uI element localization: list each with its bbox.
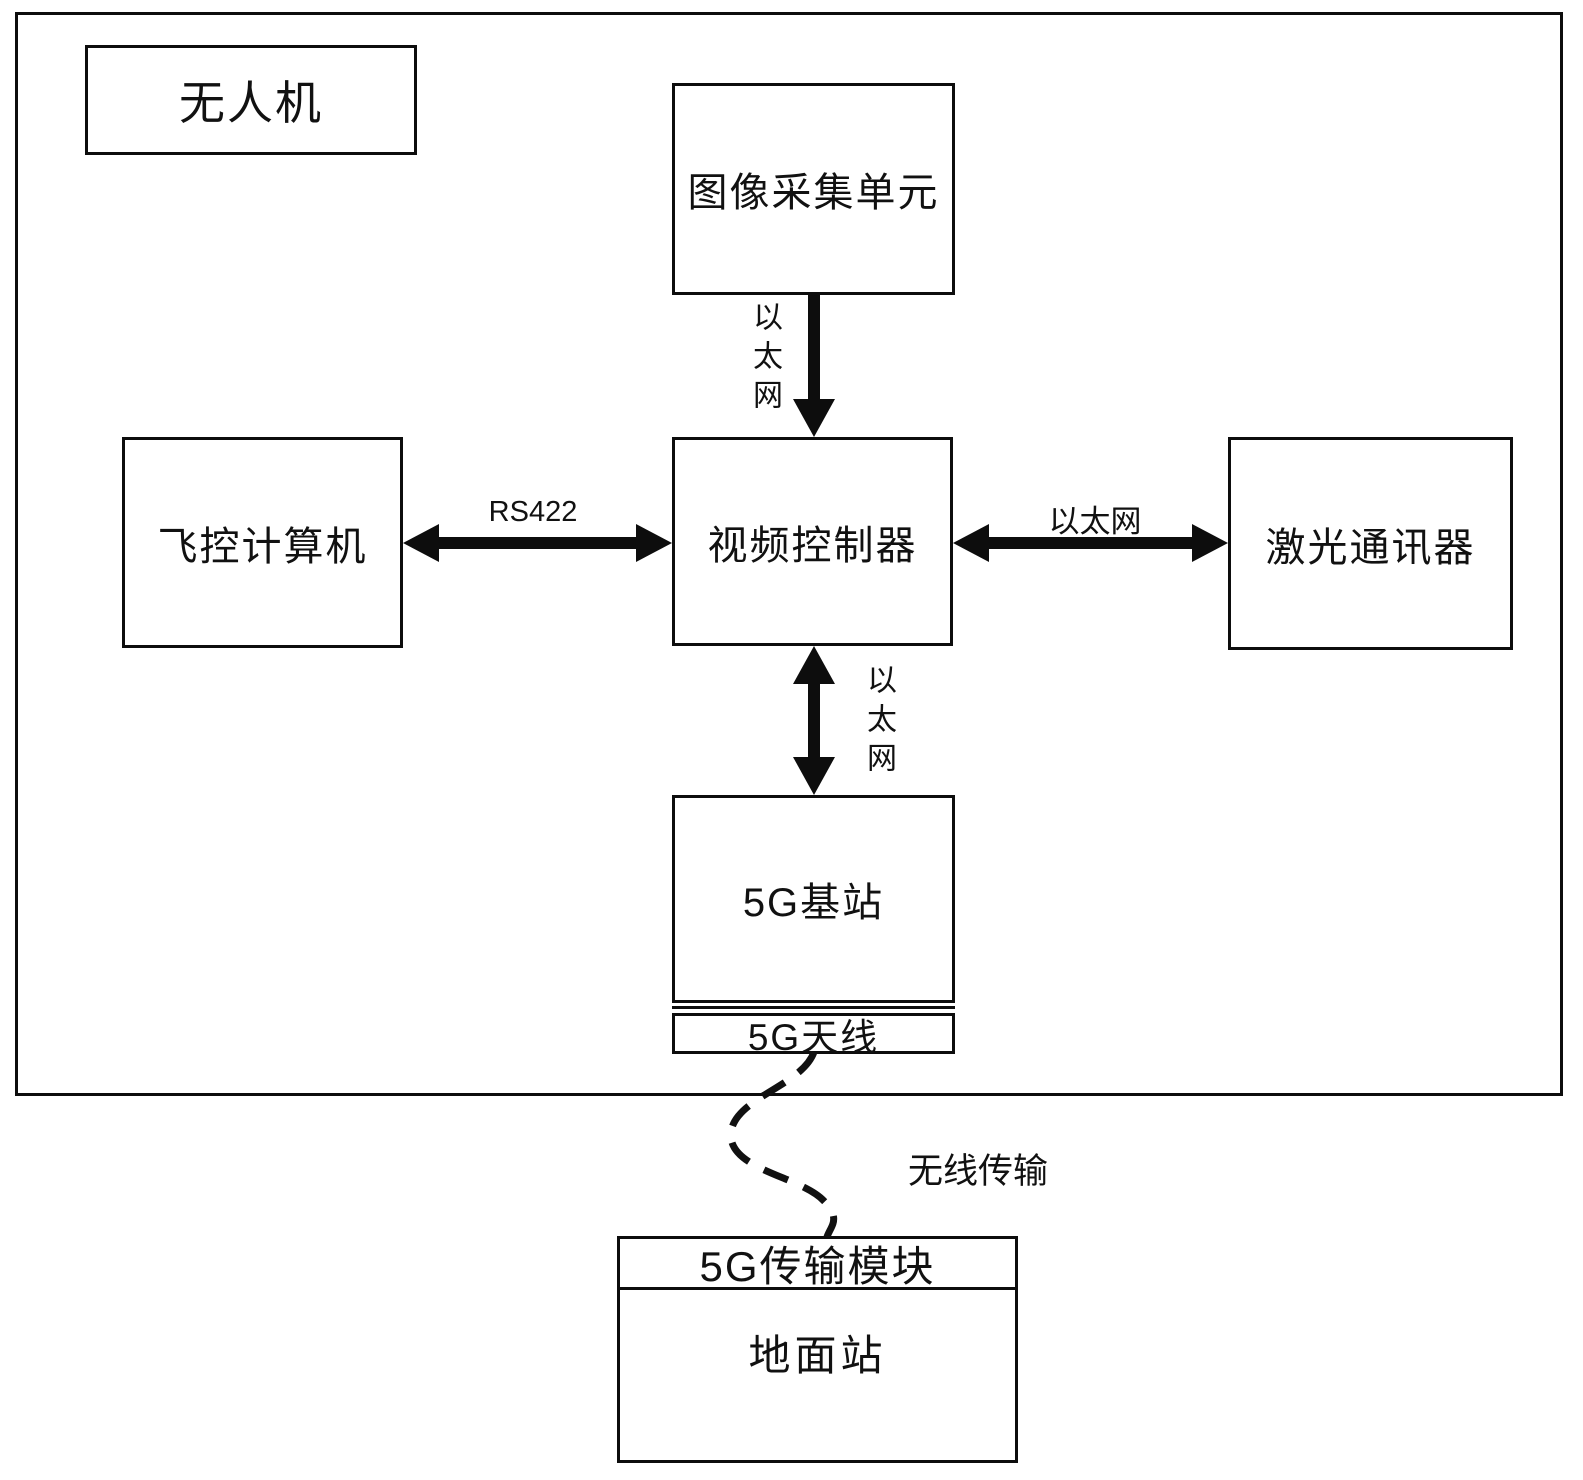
node-label: 5G基站: [742, 881, 885, 925]
arrow-head-down-icon: [793, 399, 835, 437]
wireless-transmission-label: 无线传输: [908, 1152, 1049, 1191]
arrow-shaft: [808, 676, 820, 765]
node-label: 5G传输模块: [699, 1242, 936, 1290]
node-label: 激光通讯器: [1265, 525, 1476, 570]
node-label: 5G天线: [747, 1016, 880, 1058]
arrow-head-up-icon: [793, 646, 835, 684]
node-5g-antenna: 5G天线: [672, 1013, 955, 1058]
ethernet-label-bottom: 以太网: [862, 664, 895, 781]
arrow-head-right-icon: [1192, 524, 1228, 562]
arrow-head-left-icon: [953, 524, 989, 562]
ethernet-label-right: 以太网: [1048, 504, 1142, 539]
node-label: 地面站: [748, 1332, 887, 1379]
node-5g-transmission-module: 5G传输模块: [620, 1239, 1015, 1290]
node-label: 视频控制器: [707, 523, 918, 568]
arrow-head-left-icon: [403, 524, 439, 562]
uav-label: 无人机: [179, 77, 323, 129]
rs422-label: RS422: [488, 496, 578, 528]
node-image-acquisition-unit: 图像采集单元: [672, 83, 955, 295]
arrow-fc-to-controller: [403, 523, 672, 563]
node-label: 图像采集单元: [687, 171, 940, 215]
node-laser-communicator: 激光通讯器: [1228, 437, 1513, 650]
node-flight-control-computer: 飞控计算机: [122, 437, 403, 648]
node-video-controller: 视频控制器: [672, 437, 953, 646]
arrow-camera-to-controller: [792, 295, 836, 437]
arrow-head-right-icon: [636, 524, 672, 562]
arrow-controller-to-laser: [953, 523, 1228, 563]
arrow-shaft: [983, 537, 1198, 549]
uav-label-box: 无人机: [85, 45, 417, 155]
ground-station-body: 地面站: [620, 1290, 1015, 1460]
arrow-controller-to-base-station: [792, 646, 836, 795]
node-label: 飞控计算机: [157, 524, 368, 569]
base-station-divider-line: [672, 1006, 955, 1009]
arrow-head-down-icon: [793, 757, 835, 795]
node-5g-base-station: 5G基站: [672, 795, 955, 1003]
node-ground-station: 5G传输模块 地面站: [617, 1236, 1018, 1463]
arrow-shaft: [808, 295, 820, 407]
ethernet-label-top: 以太网: [748, 301, 781, 418]
arrow-shaft: [433, 537, 642, 549]
